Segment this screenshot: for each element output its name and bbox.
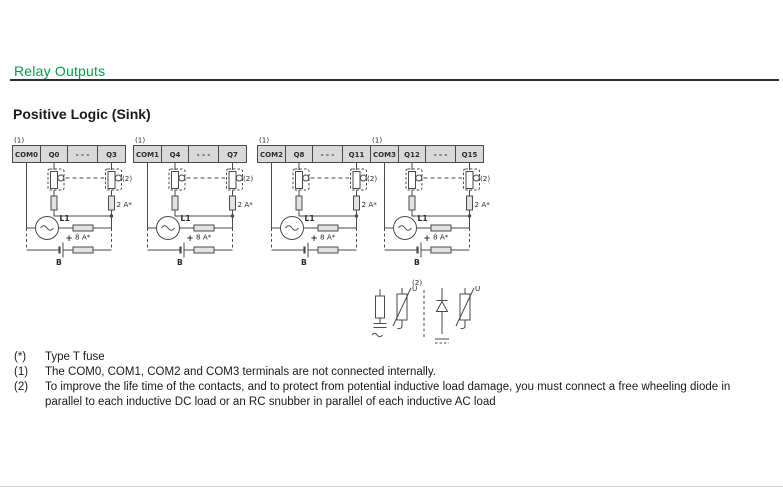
section-divider [10, 79, 779, 81]
footnote-text: To improve the life time of the contacts… [45, 381, 731, 408]
terminal-label-q-last: Q11 [349, 151, 365, 159]
terminal-label-q-last: Q3 [106, 151, 117, 159]
footnotes: (*) Type T fuse (1) The COM0, COM1, COM2… [14, 350, 759, 410]
note-internal-label: (1) [135, 136, 145, 145]
note-protection-label: (2) [122, 174, 132, 183]
terminal-label-com: COM0 [15, 151, 38, 159]
footnote-marker: (2) [14, 381, 29, 393]
note-protection-label: (2) [367, 174, 377, 183]
footnote-com-terminals: (1) The COM0, COM1, COM2 and COM3 termin… [14, 365, 759, 380]
protection-detail-figure: (2) U U [371, 278, 480, 344]
terminal-label-q-first: Q12 [404, 151, 420, 159]
battery-label: B [414, 258, 420, 267]
line-label: L1 [305, 214, 315, 223]
terminal-label-q-first: Q4 [170, 151, 181, 159]
note-protection-label: (2) [480, 174, 490, 183]
page-subtitle: Positive Logic (Sink) [13, 106, 151, 122]
wiring-diagram-com2: (1) COM2 Q8 - - - Q11 (2) 2 A* L1 8 A* +… [256, 136, 378, 267]
load-fuse-rating: 2 A* [238, 200, 254, 209]
section-title: Relay Outputs [14, 63, 106, 79]
battery-plus-sign: + [311, 234, 318, 244]
terminal-label-q-last: Q15 [462, 151, 478, 159]
footnote-text: Type T fuse [45, 351, 105, 363]
footnote-protection: (2) To improve the life time of the cont… [14, 380, 759, 410]
note-protection-label: (2) [412, 278, 422, 287]
varistor-symbol-dc [455, 287, 475, 330]
line-fuse-rating: 8 A* [196, 233, 212, 242]
load-fuse-rating: 2 A* [362, 200, 378, 209]
diode-symbol [435, 288, 449, 344]
terminal-label-dots: - - - [434, 151, 448, 159]
wiring-diagram-com3: (1) COM3 Q12 - - - Q15 (2) 2 A* L1 8 A* … [369, 136, 491, 267]
varistor-symbol-ac [392, 287, 412, 330]
battery-plus-sign: + [424, 234, 431, 244]
footnote-marker: (*) [14, 351, 27, 363]
terminal-label-dots: - - - [76, 151, 90, 159]
ac-sine-glyph [371, 332, 383, 338]
line-fuse-rating: 8 A* [433, 233, 449, 242]
battery-label: B [177, 258, 183, 267]
battery-label: B [56, 258, 62, 267]
line-label: L1 [181, 214, 191, 223]
footnote-fuse: (*) Type T fuse [14, 350, 759, 365]
terminal-label-com: COM2 [260, 151, 283, 159]
terminal-label-q-first: Q8 [294, 151, 305, 159]
terminal-label-com: COM3 [373, 151, 396, 159]
varistor-voltage-label-ac: U [412, 284, 417, 293]
terminal-label-dots: - - - [321, 151, 335, 159]
load-fuse-rating: 2 A* [475, 200, 491, 209]
line-fuse-rating: 8 A* [320, 233, 336, 242]
note-internal-label: (1) [14, 136, 24, 145]
footnote-text: The COM0, COM1, COM2 and COM3 terminals … [45, 366, 436, 378]
load-fuse-rating: 2 A* [117, 200, 133, 209]
line-label: L1 [60, 214, 70, 223]
rc-snubber-symbol [371, 289, 387, 338]
note-protection-label: (2) [243, 174, 253, 183]
battery-plus-sign: + [66, 234, 73, 244]
note-internal-label: (1) [259, 136, 269, 145]
terminal-label-dots: - - - [197, 151, 211, 159]
line-label: L1 [418, 214, 428, 223]
note-internal-label: (1) [372, 136, 382, 145]
battery-plus-sign: + [187, 234, 194, 244]
varistor-voltage-label-dc: U [475, 284, 480, 293]
terminal-label-q-first: Q0 [49, 151, 60, 159]
wiring-diagram-com0: (1) COM0 Q0 - - - Q3 (2) 2 A* L1 8 A* + … [11, 136, 133, 267]
line-fuse-rating: 8 A* [75, 233, 91, 242]
battery-label: B [301, 258, 307, 267]
wiring-diagram-com1: (1) COM1 Q4 - - - Q7 (2) 2 A* L1 8 A* + … [132, 136, 254, 267]
terminal-label-q-last: Q7 [227, 151, 238, 159]
terminal-label-com: COM1 [136, 151, 159, 159]
footnote-marker: (1) [14, 366, 29, 378]
